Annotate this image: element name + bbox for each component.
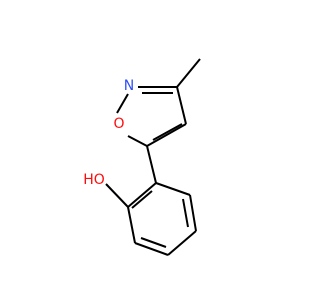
chemical-structure-diagram: N O HO bbox=[83, 58, 201, 256]
ring-bond-right-inner bbox=[182, 198, 189, 228]
ring-bond-top-left-inner bbox=[131, 190, 153, 209]
ring-bond-right bbox=[189, 194, 197, 232]
ring-bond-bottom-right bbox=[167, 230, 197, 256]
ring-oxygen-atom-label: O bbox=[113, 116, 124, 132]
o-c5-bond bbox=[127, 135, 148, 147]
c4-c3-bond bbox=[176, 86, 187, 125]
ring-bond-left bbox=[127, 206, 136, 244]
c5-c4-double-bond-inner bbox=[152, 123, 183, 141]
ring-bond-top-left bbox=[127, 182, 157, 208]
c5-c4-double-bond bbox=[146, 123, 187, 147]
n-o-bond bbox=[116, 93, 129, 114]
ring-bond-bottom-left bbox=[134, 242, 169, 256]
hydroxyl-label: HO bbox=[83, 172, 105, 188]
methyl-bond bbox=[176, 58, 201, 88]
ring-bond-top-right bbox=[155, 182, 191, 196]
nitrogen-atom-label: N bbox=[124, 78, 134, 94]
isoxazole-phenyl-bond bbox=[146, 145, 157, 184]
ring-bond-bottom-left-inner bbox=[140, 237, 167, 248]
hydroxyl-bond bbox=[105, 183, 129, 208]
